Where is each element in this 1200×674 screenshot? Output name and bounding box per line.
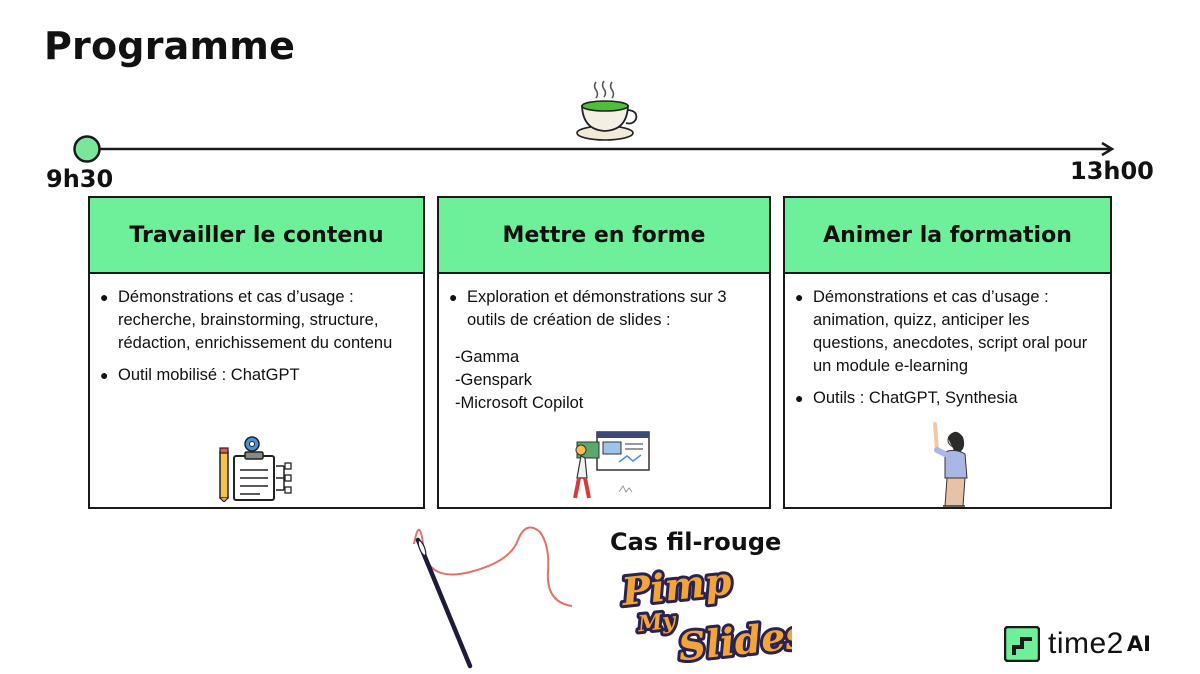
- end-time-label: 13h00: [1070, 157, 1154, 185]
- card-header: Mettre en forme: [439, 198, 769, 274]
- page-title: Programme: [44, 24, 296, 68]
- brand-suffix: AI: [1126, 632, 1151, 656]
- tool-item: -Genspark: [455, 371, 533, 389]
- tool-item: -Gamma: [455, 348, 520, 366]
- slide-designer-illustration: [573, 431, 650, 499]
- needle-thread-illustration: [413, 526, 573, 669]
- list-item: ●Outils : ChatGPT, Synthesia: [795, 389, 1018, 407]
- list-item: ●Exploration et démonstrations sur 3 out…: [449, 288, 727, 329]
- brand-logo-icon: [1004, 626, 1040, 662]
- card-mettre-en-forme: Mettre en forme ●Exploration et démonstr…: [437, 196, 771, 509]
- clipboard-gear-icon: [219, 436, 292, 502]
- card-header: Animer la formation: [785, 198, 1110, 274]
- card-animer-la-formation: Animer la formation ●Démonstrations et c…: [783, 196, 1112, 509]
- fil-rouge-title: Cas fil-rouge: [610, 528, 782, 556]
- time2ai-brand: time2 AI: [1004, 624, 1151, 664]
- list-item: ●Outil mobilisé : ChatGPT: [100, 366, 300, 384]
- tool-item: -Microsoft Copilot: [455, 394, 584, 412]
- presenter-woman-illustration: [933, 422, 968, 507]
- card-travailler-le-contenu: Travailler le contenu ●Démonstrations et…: [88, 196, 425, 509]
- timeline: [73, 135, 1115, 163]
- svg-text:My: My: [636, 607, 679, 637]
- svg-text:Pimp: Pimp: [619, 560, 734, 614]
- start-time-label: 9h30: [46, 165, 114, 193]
- list-item: ●Démonstrations et cas d’usage : recherc…: [100, 288, 393, 352]
- coffee-cup-icon: [576, 80, 638, 141]
- card-header: Travailler le contenu: [90, 198, 423, 274]
- svg-text:Slides: Slides: [676, 611, 792, 669]
- pimp-my-slides-logo: Pimp My Slides: [616, 560, 792, 670]
- list-item: ●Démonstrations et cas d’usage : animati…: [795, 288, 1088, 375]
- brand-name: time2: [1048, 627, 1124, 660]
